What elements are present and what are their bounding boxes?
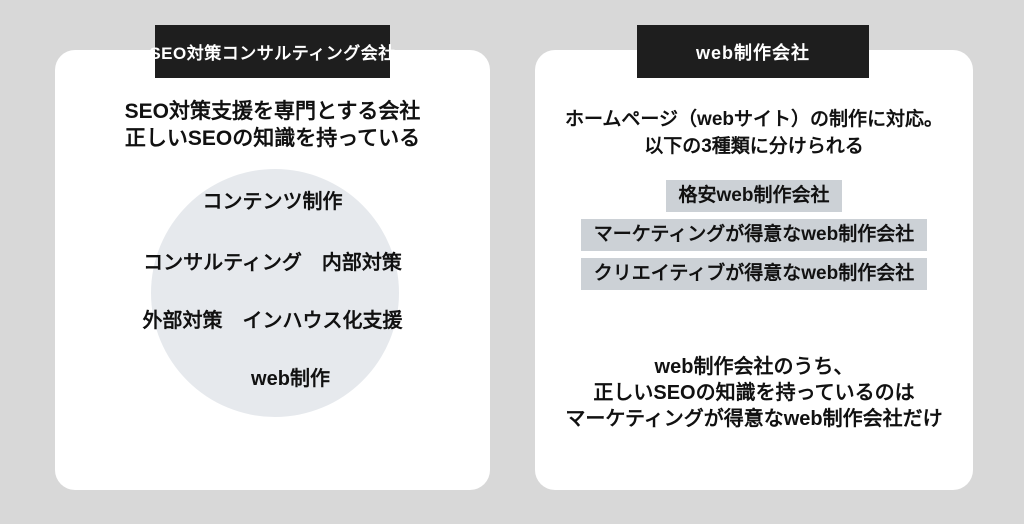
circle-service-item: 外部対策 インハウス化支援 bbox=[142, 310, 403, 332]
web-company-type: マーケティングが得意なweb制作会社 bbox=[580, 219, 928, 251]
web-production-note: web制作会社のうち、 正しいSEOの知識を持っているのは マーケティングが得意… bbox=[535, 354, 973, 432]
web-production-card: web制作会社 ホームページ（webサイト）の制作に対応。 以下の3種類に分けら… bbox=[535, 25, 973, 490]
description-line: 以下の3種類に分けられる bbox=[644, 136, 864, 157]
seo-consulting-description: SEO対策支援を専門とする会社 正しいSEOの知識を持っている bbox=[55, 98, 490, 152]
description-line: SEO対策支援を専門とする会社 bbox=[124, 100, 421, 123]
seo-services-circle bbox=[151, 169, 399, 417]
circle-service-item: コンサルティング 内部対策 bbox=[143, 252, 402, 274]
description-line: 正しいSEOの知識を持っている bbox=[124, 127, 421, 150]
note-line: web制作会社のうち、 bbox=[654, 356, 854, 378]
seo-consulting-card: SEO対策コンサルティング会社 SEO対策支援を専門とする会社 正しいSEOの知… bbox=[55, 25, 490, 490]
web-company-type-list: 格安web制作会社 マーケティングが得意なweb制作会社 クリエイティブが得意な… bbox=[535, 180, 973, 290]
circle-service-item: web制作 bbox=[251, 368, 330, 390]
web-production-description: ホームページ（webサイト）の制作に対応。 以下の3種類に分けられる bbox=[535, 106, 973, 160]
web-production-badge: web制作会社 bbox=[637, 25, 869, 78]
note-line: 正しいSEOの知識を持っているのは bbox=[593, 382, 915, 404]
description-line: ホームページ（webサイト）の制作に対応。 bbox=[564, 109, 943, 130]
seo-consulting-badge: SEO対策コンサルティング会社 bbox=[149, 25, 395, 78]
web-company-type: 格安web制作会社 bbox=[665, 180, 843, 212]
web-company-type: クリエイティブが得意なweb制作会社 bbox=[580, 258, 928, 290]
note-line: マーケティングが得意なweb制作会社だけ bbox=[565, 408, 943, 430]
circle-service-item: コンテンツ制作 bbox=[202, 191, 343, 213]
